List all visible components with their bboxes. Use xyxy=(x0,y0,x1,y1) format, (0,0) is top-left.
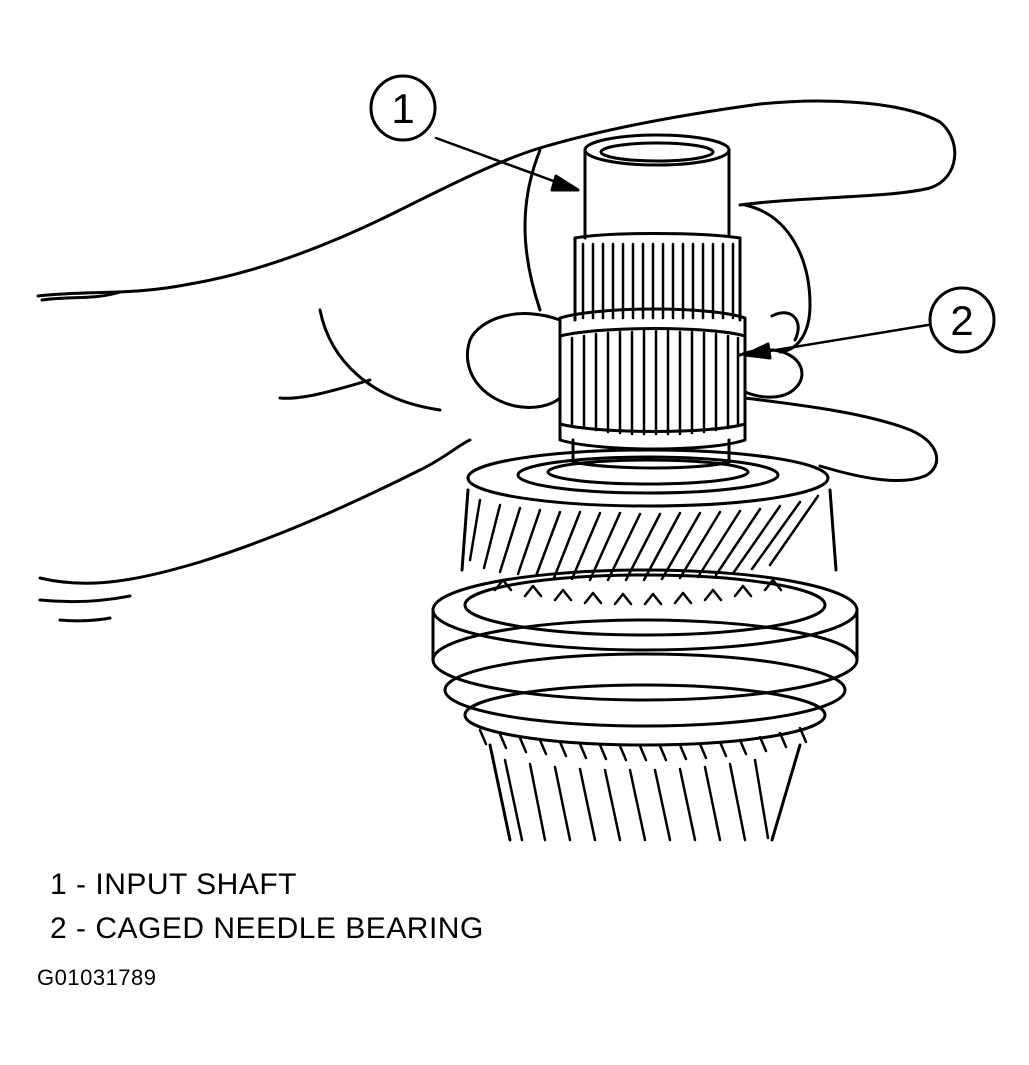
figure-id: G01031789 xyxy=(37,965,157,990)
hand-drawing xyxy=(36,99,957,623)
input-shaft-bearing-illustration: 1 2 xyxy=(36,74,996,842)
legend-label: CAGED NEEDLE BEARING xyxy=(95,912,484,945)
legend-separator: - xyxy=(67,868,96,901)
callout-1-number: 1 xyxy=(391,85,414,132)
caged-needle-bearing xyxy=(558,307,747,451)
legend-separator: - xyxy=(67,912,96,945)
legend-number: 1 xyxy=(50,868,68,901)
legend-label: INPUT SHAFT xyxy=(95,868,297,901)
legend-item: 1 - INPUT SHAFT xyxy=(50,868,297,902)
gear-assembly xyxy=(431,448,859,842)
callout-2-leader xyxy=(743,286,996,360)
legend-number: 2 xyxy=(50,912,68,945)
legend-item: 2 - CAGED NEEDLE BEARING xyxy=(50,912,484,946)
callout-2-number: 2 xyxy=(950,297,973,344)
callout-1-leader xyxy=(369,74,580,192)
